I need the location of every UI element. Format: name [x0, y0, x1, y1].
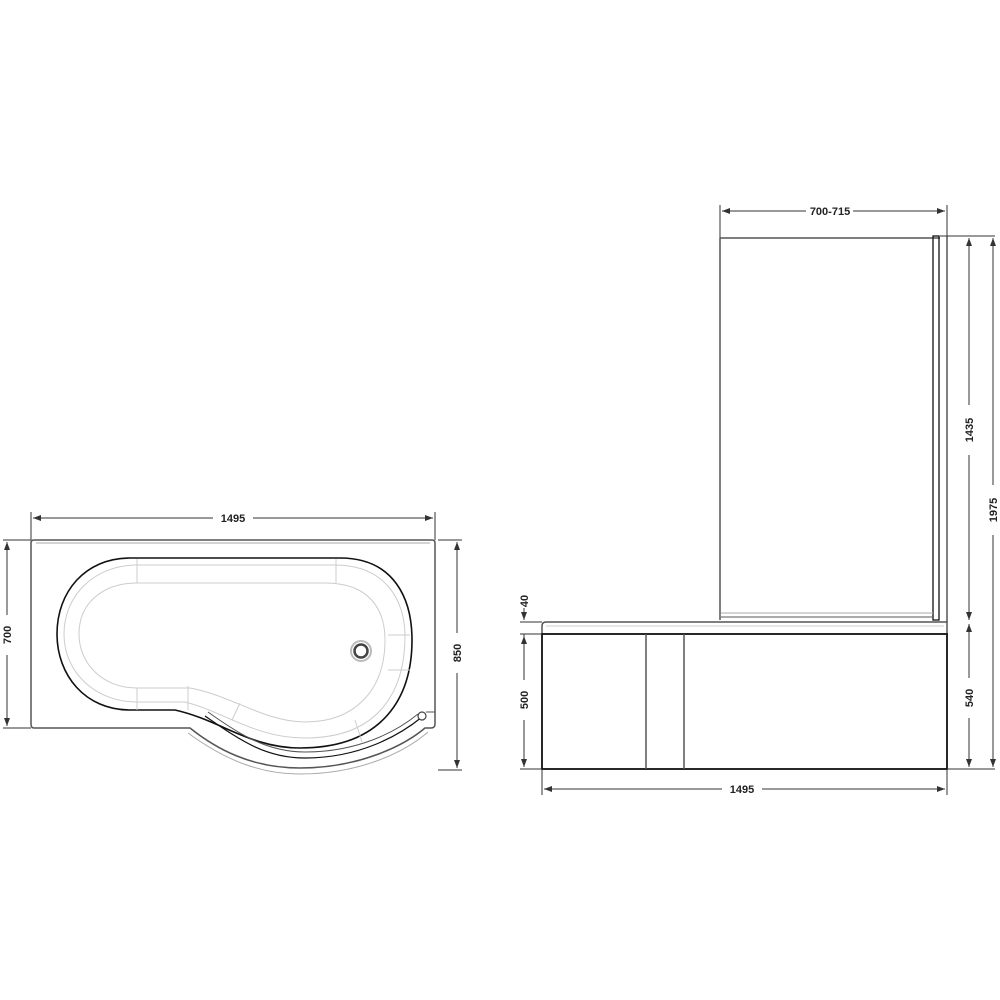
bath-height-label: 540 — [964, 689, 976, 707]
screen-height-label: 1435 — [964, 418, 976, 442]
screen-profile — [932, 235, 940, 621]
bath-panel — [541, 633, 948, 770]
plan-depth-dimension: 700 — [2, 539, 31, 729]
bath-basin-outline — [56, 557, 413, 749]
rim-dimension: 40 — [519, 595, 542, 636]
rim-label: 40 — [519, 595, 531, 607]
elevation-view: 700-715 1435 1975 — [519, 205, 1000, 796]
plan-width-label: 1495 — [221, 513, 245, 525]
bath-rim-elevation — [541, 621, 948, 634]
screen-hinge-icon — [417, 711, 427, 721]
screen-plan-curve — [204, 715, 423, 759]
bath-height-dimension: 540 — [947, 624, 995, 770]
plan-max-depth-dimension: 850 — [438, 539, 464, 771]
drain-icon — [353, 643, 369, 659]
plan-width-dimension: 1495 — [30, 512, 436, 540]
plan-depth-label: 700 — [2, 626, 14, 644]
panel-height-dimension: 500 — [519, 636, 542, 770]
elevation-length-dimension: 1495 — [541, 769, 948, 796]
drain-outer-icon — [350, 640, 372, 662]
screen-height-dimension: 1435 — [940, 235, 995, 620]
overall-height-label: 1975 — [988, 498, 1000, 522]
bath-basin-floor — [78, 582, 386, 723]
elevation-length-label: 1495 — [730, 784, 754, 796]
plan-max-depth-label: 850 — [452, 644, 464, 662]
shower-screen — [719, 235, 948, 622]
overall-height-dimension: 1975 — [988, 238, 1000, 767]
bath-rim-outline — [30, 539, 436, 769]
screen-width-label: 700-715 — [810, 206, 850, 218]
plan-view: 1495 700 850 — [2, 512, 464, 775]
panel-height-label: 500 — [519, 691, 531, 709]
screen-width-dimension: 700-715 — [719, 205, 948, 240]
bath-inner-ledge — [63, 564, 406, 739]
